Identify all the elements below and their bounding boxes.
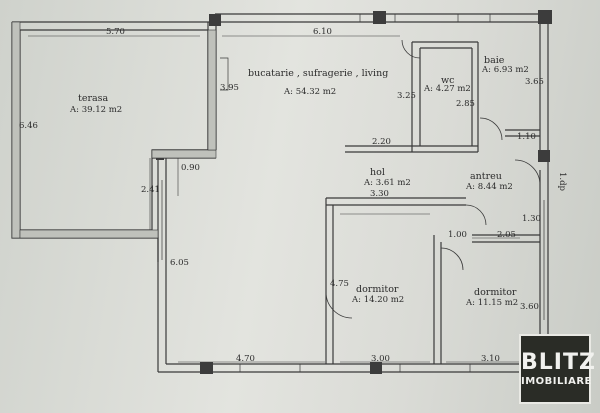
column [370,362,382,374]
room-terasa-label: terasa [78,93,109,104]
blitz-imobiliare-logo: BLITZ IMOBILIARE [519,334,596,404]
wall-fill [11,21,21,239]
room-baie-label: baie [484,55,505,66]
room-living-area: A: 54.32 m2 [284,87,337,97]
room-hol-label: hol [370,167,385,178]
hall-wall [326,197,466,206]
logo-text-sub: IMOBILIARE [521,376,592,387]
dim-label: 1.00 [448,230,467,240]
dim-label: 2.05 [497,230,516,240]
column [538,150,550,162]
dim-label: 6.46 [19,121,38,131]
dim-label: 5.70 [106,27,125,37]
room-living-label: bucatarie , sufragerie , living [248,68,389,79]
wall-fill [19,229,159,239]
door-arc-bed2 [440,247,464,271]
dim-label: 3.00 [371,354,390,364]
room-wc-area: A: 4.27 m2 [424,84,471,94]
dim-label: 6.10 [313,27,332,37]
room-dormitor1-label: dormitor [356,284,399,295]
dim-label: 1.dp [557,172,567,191]
dim-label: 3.65 [525,77,544,87]
column [209,14,221,26]
room-baie-area: A: 6.93 m2 [482,65,529,75]
dim-label: 0.90 [181,163,200,173]
dim-label: 2.85 [456,99,475,109]
room-hol-area: A: 3.61 m2 [364,178,411,188]
dim-label: 3.10 [481,354,500,364]
dim-label: 3.25 [397,91,416,101]
dim-label: 3.95 [220,83,239,93]
dim-label: 4.70 [236,354,255,364]
column [200,362,213,374]
windows [157,14,545,372]
wc-walls [345,41,479,153]
terrace-inner [19,29,209,231]
dim-lines [28,35,530,363]
wall-fill [151,149,217,159]
room-dormitor2-area: A: 11.15 m2 [466,298,519,308]
dim-label: 4.75 [330,279,349,289]
room-terasa-area: A: 39.12 m2 [70,105,123,115]
dim-label: 3.30 [370,189,389,199]
column [538,10,552,24]
bedroom2-walls [433,234,540,364]
door-arc-hol [465,204,487,226]
dim-label: 2.41 [141,185,160,195]
logo-text-main: BLITZ [521,350,596,375]
door-arc-entry [514,159,541,186]
door-arc-bed1 [325,291,353,319]
dim-label: 6.05 [170,258,189,268]
room-antreu-area: A: 8.44 m2 [466,182,513,192]
room-antreu-label: antreu [470,171,502,182]
door-arc-bath [479,117,503,141]
door-arc-wc [401,39,421,59]
bath-wall [505,129,540,137]
dim-label: 1.30 [522,214,541,224]
room-dormitor2-label: dormitor [474,287,517,298]
bedroom1-walls [325,198,334,364]
wall-fill [207,29,217,151]
room-wc-label: wc [441,75,455,86]
room-dormitor1-area: A: 14.20 m2 [352,295,405,305]
terrace-outline [11,21,215,262]
dim-label: 2.20 [372,137,391,147]
dim-label: 3.60 [520,302,539,312]
column [373,11,386,24]
living-left-wall [152,22,217,159]
outer-wall-right [539,14,549,372]
outer-wall-bottom [158,363,548,373]
dim-label: 1.10 [517,132,536,142]
